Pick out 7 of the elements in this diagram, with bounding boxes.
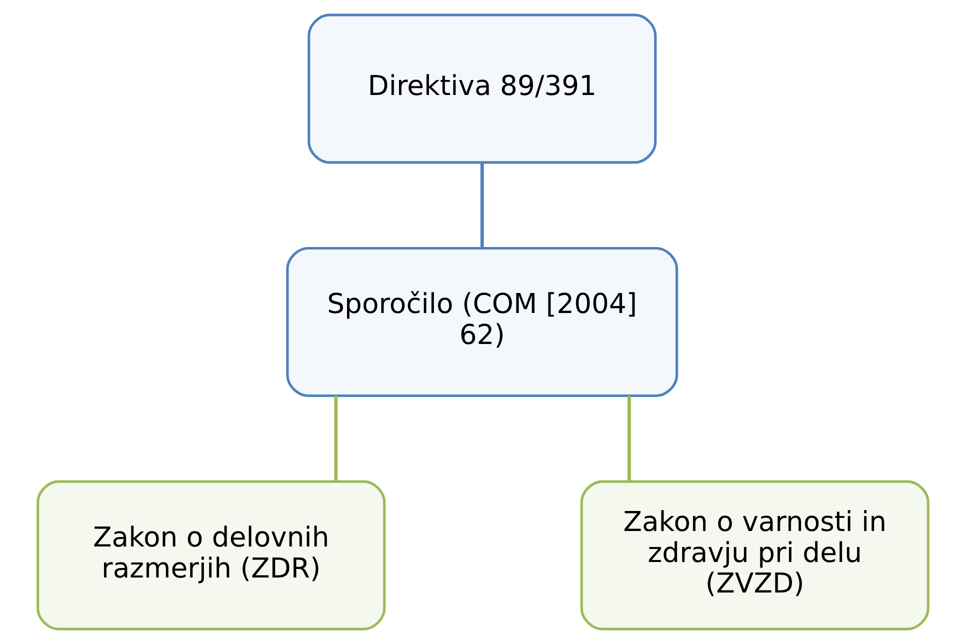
connector [334,396,338,482]
connector [480,162,484,248]
node-box: Zakon o delovnih razmerjih (ZDR) [36,480,386,630]
connector [628,396,631,482]
node-box: Sporočilo (COM [2004] 62) [286,246,678,398]
node-box: Zakon o varnosti in zdravju pri delu (ZVZD) [580,480,930,630]
node-box: Direktiva 89/391 [308,14,657,164]
